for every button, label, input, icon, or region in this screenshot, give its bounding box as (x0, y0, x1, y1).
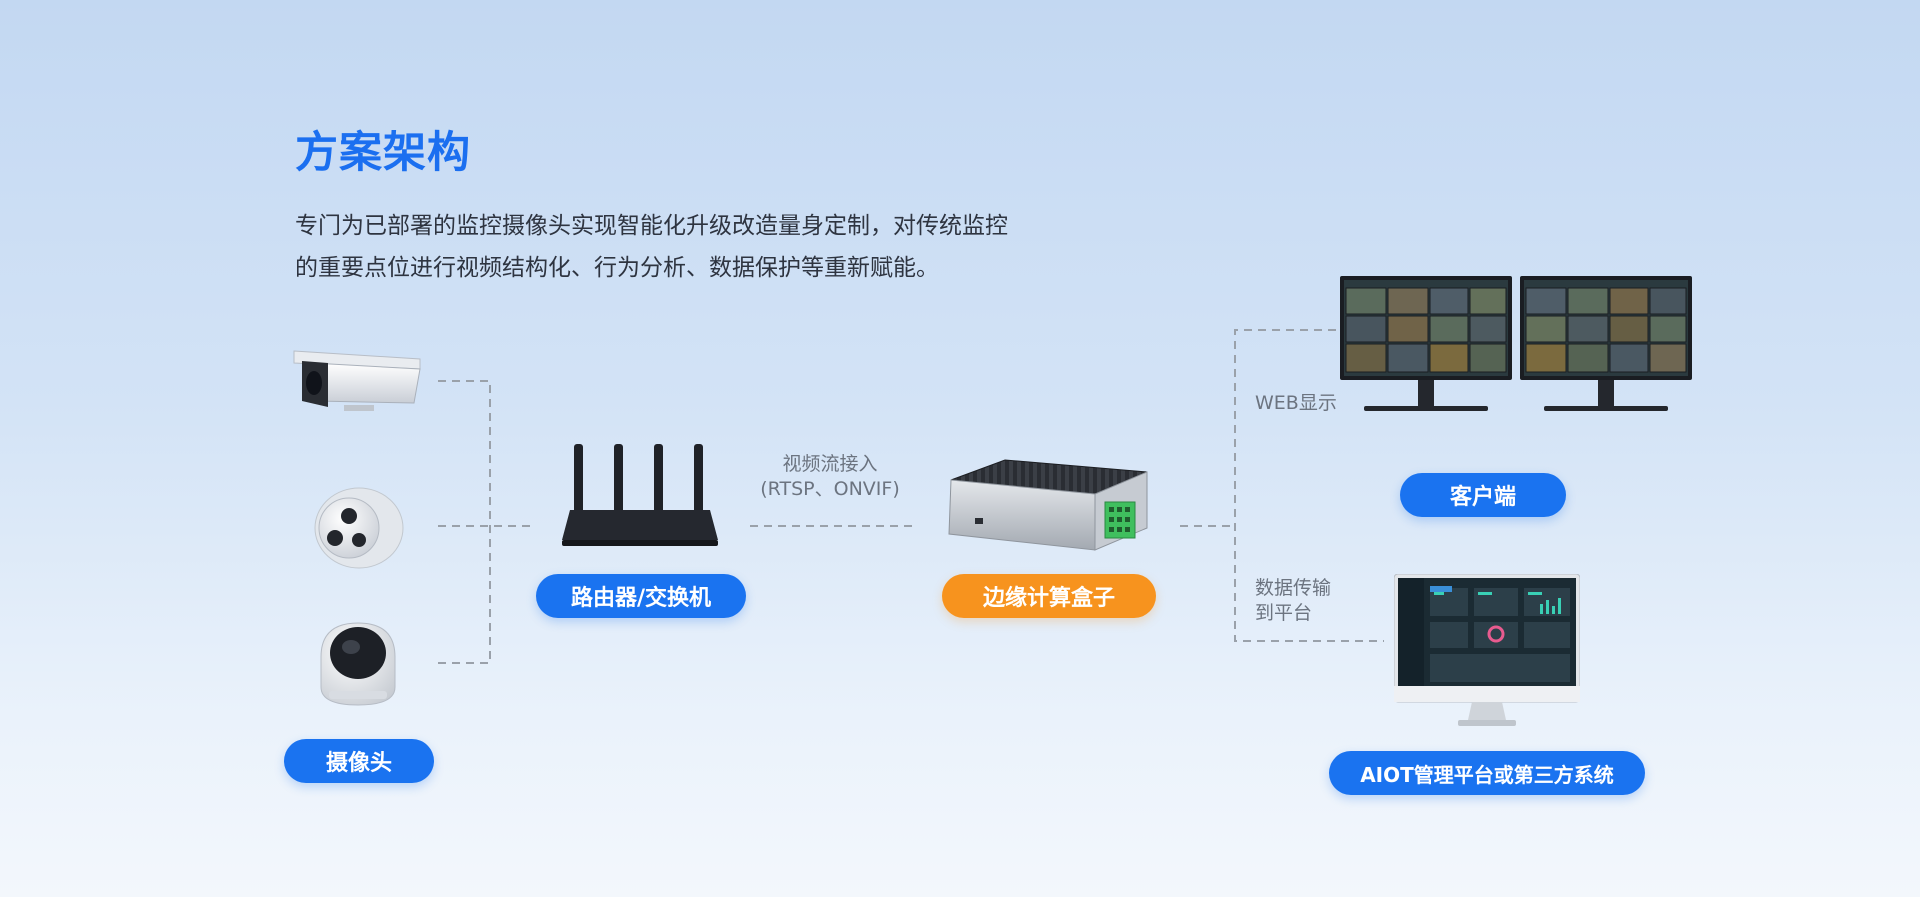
monitor-left (1340, 276, 1512, 411)
data-transfer-edge-label: 数据传输 到平台 (1255, 576, 1331, 626)
camera-node-label: 摄像头 (284, 739, 434, 783)
desktop-monitor-icon (1394, 574, 1580, 726)
connector-cameras-bus (438, 380, 491, 664)
video-stream-label-line-1: 视频流接入 (782, 453, 878, 475)
data-transfer-label-line-2: 到平台 (1255, 602, 1313, 624)
page-title: 方案架构 (295, 128, 471, 178)
router-icon (562, 444, 718, 546)
client-node-label: 客户端 (1400, 473, 1566, 517)
dual-monitor-icon (1340, 276, 1692, 411)
connector-branch (1234, 329, 1384, 642)
edge-box-node-label: 边缘计算盒子 (942, 574, 1156, 618)
dome-camera-icon (314, 487, 404, 569)
monitor-right (1520, 276, 1692, 411)
description-line-2: 的重要点位进行视频结构化、行为分析、数据保护等重新赋能。 (295, 255, 939, 281)
bullet-camera-icon (293, 350, 421, 411)
ptz-dome-camera-icon (320, 622, 396, 706)
page-description: 专门为已部署的监控摄像头实现智能化升级改造量身定制，对传统监控 的重要点位进行视… (295, 205, 1085, 289)
video-stream-edge-label: 视频流接入 (RTSP、ONVIF) (757, 452, 903, 502)
web-display-edge-label: WEB显示 (1255, 392, 1337, 414)
edge-box-icon (948, 459, 1148, 551)
description-line-1: 专门为已部署的监控摄像头实现智能化升级改造量身定制，对传统监控 (295, 213, 1008, 239)
data-transfer-label-line-1: 数据传输 (1255, 577, 1332, 599)
platform-node-label: AIOT管理平台或第三方系统 (1329, 751, 1645, 795)
router-node-label: 路由器/交换机 (536, 574, 746, 618)
video-stream-label-line-2: (RTSP、ONVIF) (760, 478, 900, 500)
